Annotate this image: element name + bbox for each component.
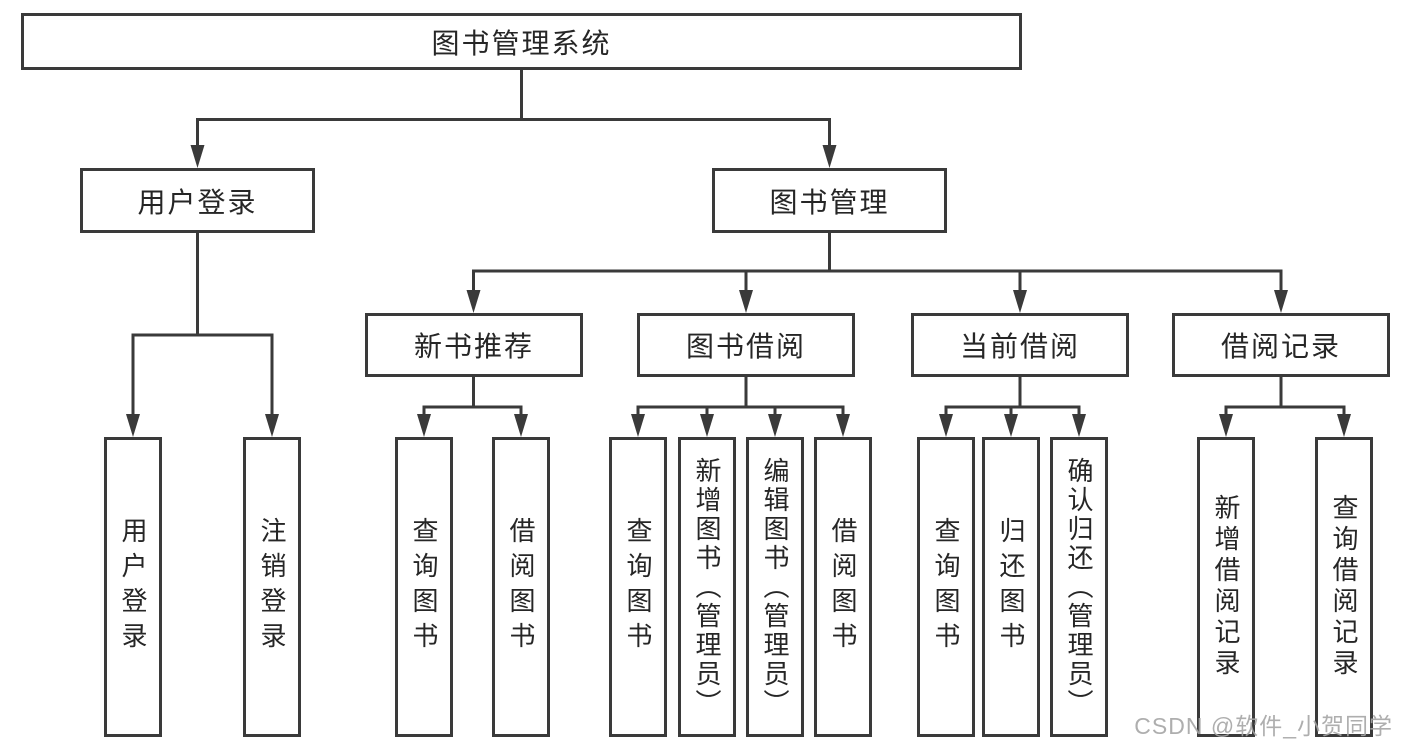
leaf-label: 注销登录: [257, 517, 287, 657]
leaf-label: 借阅图书: [506, 517, 536, 657]
leaf-label: 新增图书（管理员）: [692, 456, 722, 718]
leaf-add-borrow-record: 新增借阅记录: [1197, 437, 1255, 737]
node-library-system: 图书管理系统: [21, 13, 1022, 70]
leaf-user-login: 用户登录: [104, 437, 162, 737]
node-book-management: 图书管理: [712, 168, 947, 233]
leaf-query-borrow-record: 查询借阅记录: [1315, 437, 1373, 737]
node-user-login: 用户登录: [80, 168, 315, 233]
leaf-label: 确认归还（管理员）: [1064, 456, 1094, 718]
leaf-return-books: 归还图书: [982, 437, 1040, 737]
leaf-label: 查询借阅记录: [1329, 494, 1359, 680]
node-book-borrowing: 图书借阅: [637, 313, 855, 377]
leaf-add-books-admin: 新增图书（管理员）: [678, 437, 736, 737]
leaf-borrow-books: 借阅图书: [814, 437, 872, 737]
leaf-query-books-recommend: 查询图书: [395, 437, 453, 737]
node-borrow-records: 借阅记录: [1172, 313, 1390, 377]
leaf-query-books-borrow: 查询图书: [609, 437, 667, 737]
csdn-watermark: CSDN @软件_小贺同学: [1134, 713, 1393, 739]
leaf-logout: 注销登录: [243, 437, 301, 737]
leaf-query-books-current: 查询图书: [917, 437, 975, 737]
leaf-label: 编辑图书（管理员）: [760, 456, 790, 718]
leaf-confirm-return-admin: 确认归还（管理员）: [1050, 437, 1108, 737]
node-current-borrowing: 当前借阅: [911, 313, 1129, 377]
leaf-label: 归还图书: [996, 517, 1026, 657]
leaf-label: 查询图书: [623, 517, 653, 657]
node-new-book-recommend: 新书推荐: [365, 313, 583, 377]
leaf-edit-books-admin: 编辑图书（管理员）: [746, 437, 804, 737]
leaf-borrow-books-recommend: 借阅图书: [492, 437, 550, 737]
leaf-label: 用户登录: [118, 517, 148, 657]
arrowheads: [126, 145, 1351, 437]
leaf-label: 查询图书: [409, 517, 439, 657]
leaf-label: 借阅图书: [828, 517, 858, 657]
leaf-label: 新增借阅记录: [1211, 494, 1241, 680]
leaf-label: 查询图书: [931, 517, 961, 657]
